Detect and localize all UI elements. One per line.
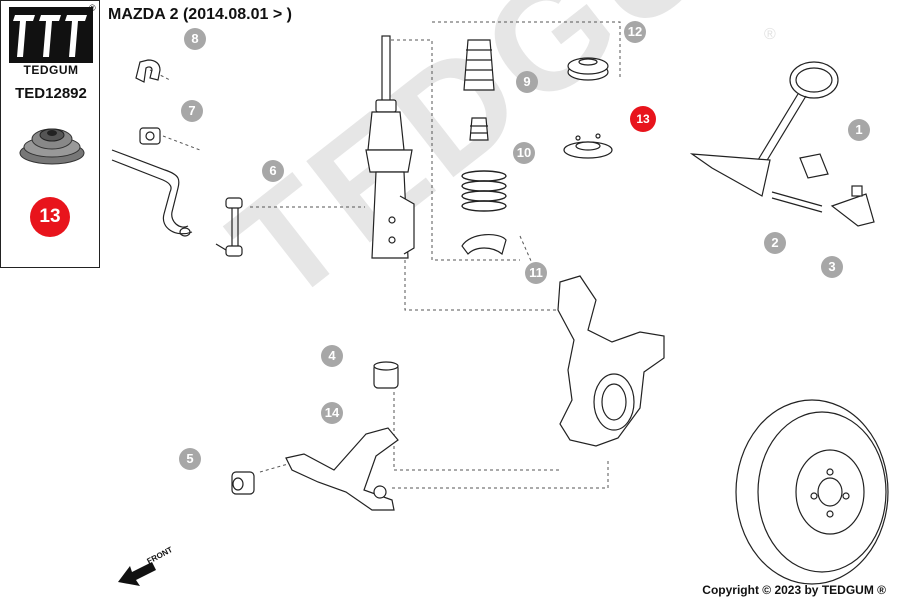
strut-bearing-icon [567, 57, 609, 81]
callout-7: 7 [181, 100, 203, 122]
brand-name: TEDGUM [23, 63, 79, 77]
product-info-panel: TEDGUM ® TED12892 13 [0, 0, 100, 268]
steering-tie-rod-icon [689, 61, 875, 227]
brand-registered-mark: ® [89, 3, 96, 13]
callout-3: 3 [821, 256, 843, 278]
stabilizer-bracket-icon [135, 59, 161, 83]
control-arm-bush-icon [373, 361, 399, 389]
part-position-badge: 13 [30, 197, 70, 237]
callout-12: 12 [624, 21, 646, 43]
control-arm-rear-bush-icon [231, 471, 255, 495]
callout-11: 11 [525, 262, 547, 284]
callout-5: 5 [179, 448, 201, 470]
bump-stop-icon [469, 117, 489, 141]
stabilizer-bushing-icon [139, 127, 161, 145]
callout-10: 10 [513, 142, 535, 164]
wheel-icon [735, 399, 889, 585]
vehicle-title: MAZDA 2 (2014.08.01 > ) [108, 6, 292, 23]
dust-boot-icon [463, 39, 495, 91]
coil-spring-icon [461, 170, 507, 212]
part-number: TED12892 [15, 85, 87, 102]
control-arm-icon [285, 427, 399, 511]
callout-6: 6 [262, 160, 284, 182]
callout-8: 8 [184, 28, 206, 50]
callout-1: 1 [848, 119, 870, 141]
callout-2: 2 [764, 232, 786, 254]
stabilizer-link-icon [215, 197, 243, 257]
callout-14: 14 [321, 402, 343, 424]
spring-seat-icon [461, 234, 507, 256]
strut-mount-product-icon [19, 128, 85, 165]
callout-13-highlighted: 13 [630, 106, 656, 132]
leader-lines [149, 21, 621, 489]
anti-roll-bar-icon [111, 149, 193, 237]
callout-9: 9 [516, 71, 538, 93]
watermark-registered-mark: ® [764, 26, 776, 43]
strut-top-mount-icon [563, 133, 613, 159]
callout-4: 4 [321, 345, 343, 367]
shock-absorber-icon [365, 35, 415, 259]
steering-knuckle-icon [557, 275, 665, 447]
front-direction-arrow-icon [118, 562, 156, 586]
copyright-text: Copyright © 2023 by TEDGUM ® [702, 583, 886, 597]
tedgum-logo-icon [9, 7, 93, 63]
